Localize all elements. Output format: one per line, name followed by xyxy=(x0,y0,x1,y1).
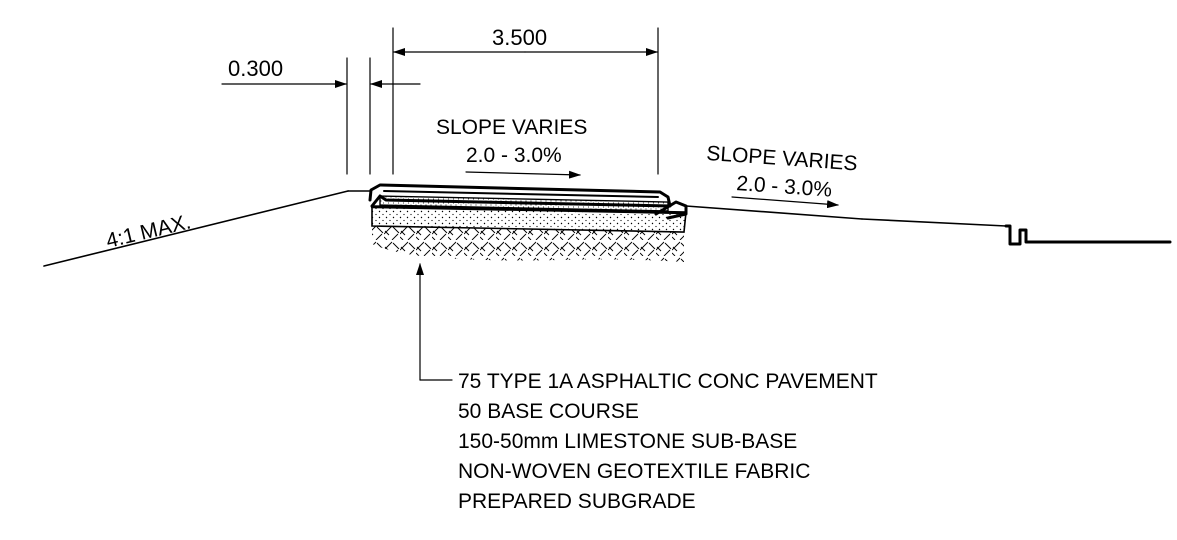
embankment-slope-label: 4:1 MAX. xyxy=(104,210,193,253)
ditch-notch xyxy=(1004,224,1172,246)
pavement-layer-list: 75 TYPE 1A ASPHALTIC CONC PAVEMENT 50 BA… xyxy=(458,370,878,513)
lane-width-label: 3.500 xyxy=(492,25,547,50)
shoulder-width-label: 0.300 xyxy=(228,56,283,81)
asphalt-pavement-layer xyxy=(368,183,672,208)
ditch-slope-arrow xyxy=(731,196,839,209)
layer-label-4: NON-WOVEN GEOTEXTILE FABRIC xyxy=(458,460,810,483)
lane-slope-range: 2.0 - 3.0% xyxy=(466,144,562,167)
lane-slope-arrow xyxy=(465,170,581,179)
ditch-flat-line xyxy=(861,218,1007,227)
layer-label-3: 150-50mm LIMESTONE SUB-BASE xyxy=(458,430,797,453)
prepared-subgrade-hatch xyxy=(372,226,684,262)
ditch-slope-line xyxy=(685,205,863,220)
embankment-slope-line xyxy=(43,190,349,267)
lane-slope-title: SLOPE VARIES xyxy=(436,116,587,139)
ditch-slope-range: 2.0 - 3.0% xyxy=(736,172,833,202)
layer-label-1: 75 TYPE 1A ASPHALTIC CONC PAVEMENT xyxy=(458,370,878,393)
asphalt-top-edge xyxy=(383,190,659,198)
ditch-slope-title: SLOPE VARIES xyxy=(706,142,859,176)
geotextile-fabric-line xyxy=(370,205,688,215)
layer-label-2: 50 BASE COURSE xyxy=(458,400,639,423)
layer-label-5: PREPARED SUBGRADE xyxy=(458,490,696,513)
